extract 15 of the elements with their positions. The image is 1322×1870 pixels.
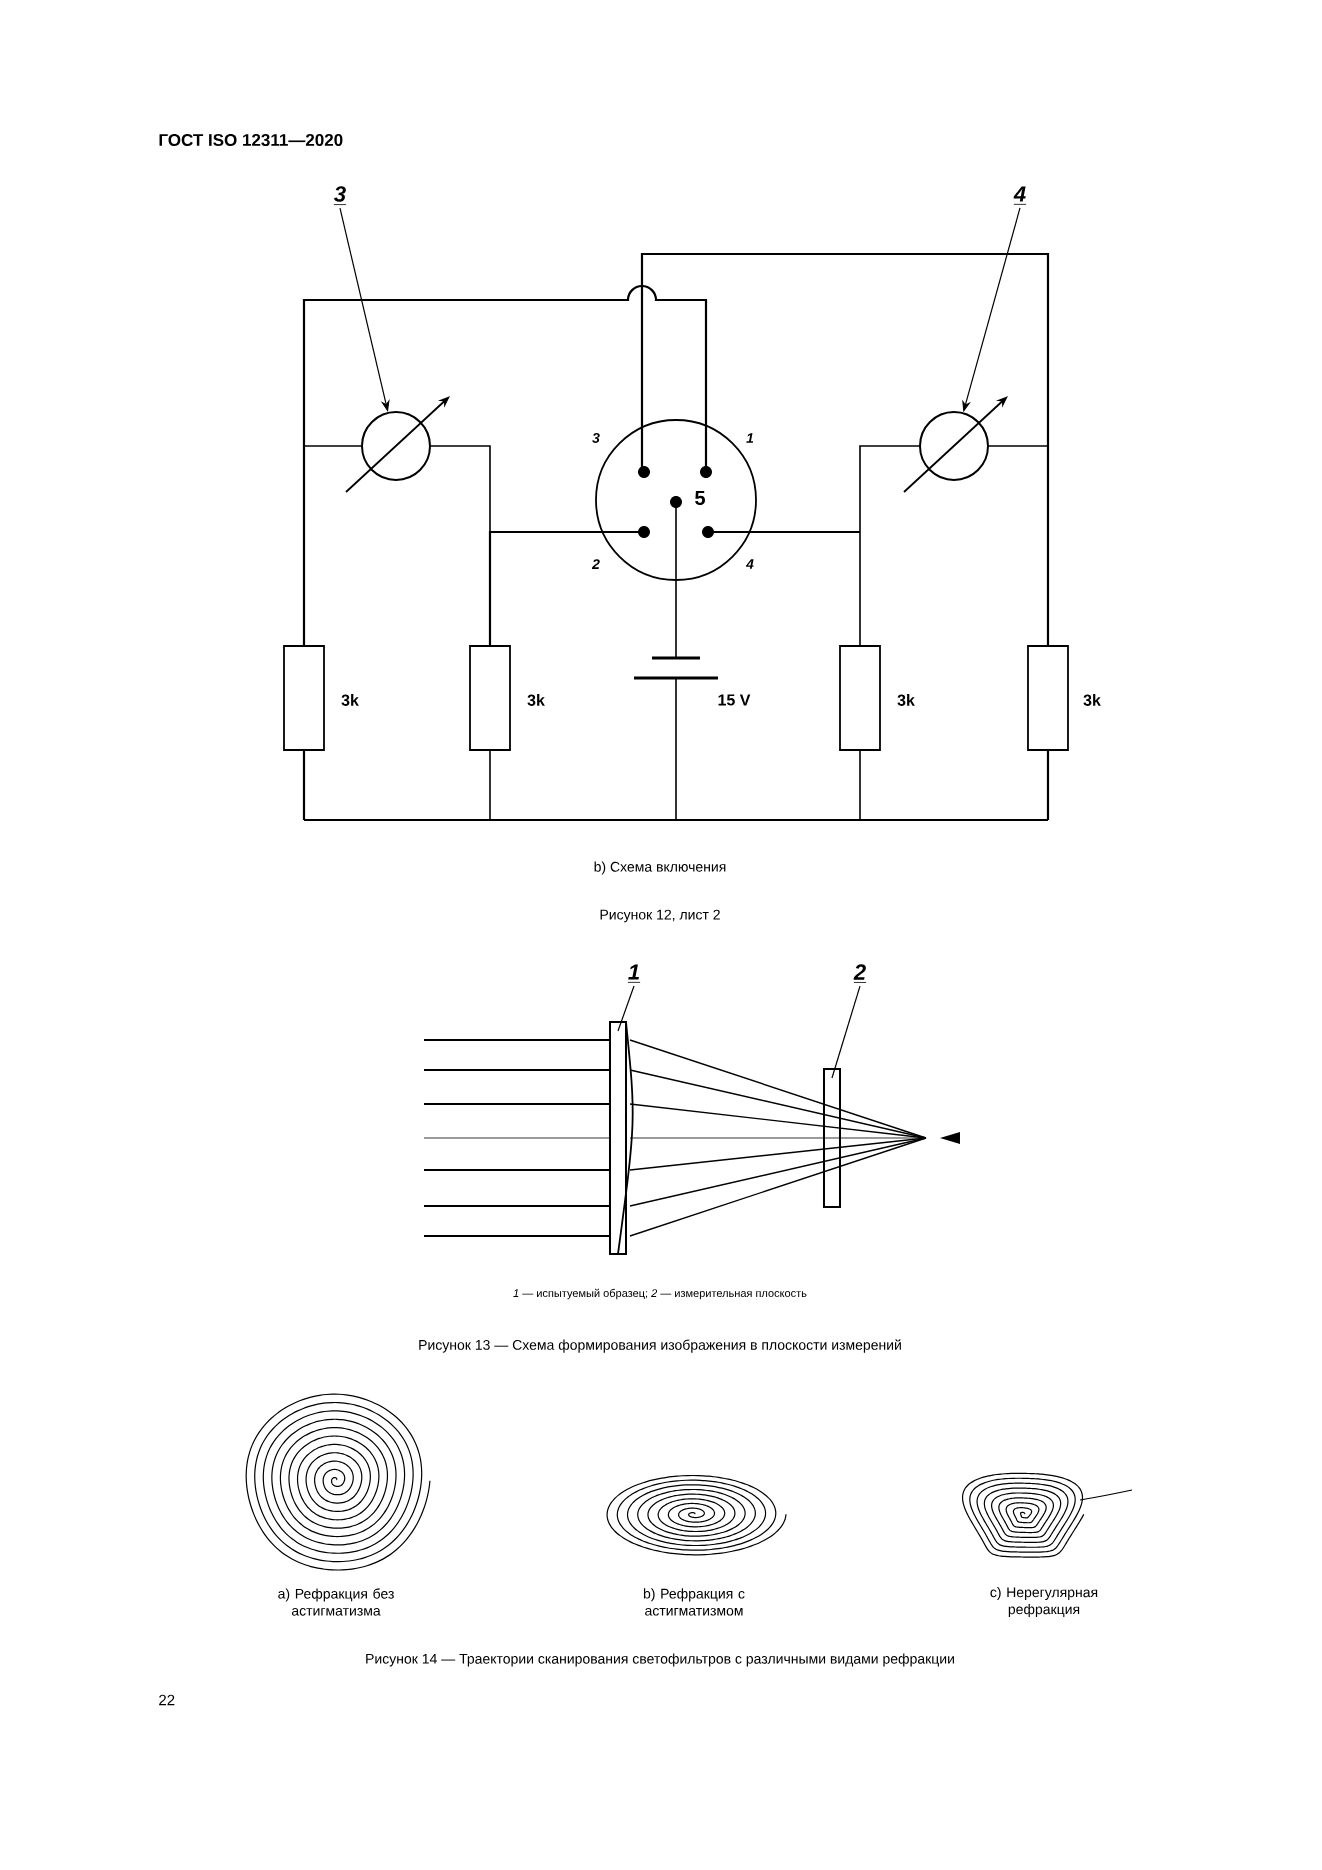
callout-number: 3	[333, 186, 347, 205]
resistor-value: 3k	[1083, 694, 1101, 706]
callout-number: 2	[853, 964, 867, 983]
resistor-value: 3k	[527, 694, 545, 706]
callout-number: 1	[627, 964, 641, 983]
pin-number: 5	[695, 491, 705, 505]
resistor-value: 3k	[341, 694, 359, 706]
callout-number: 4	[1013, 186, 1027, 205]
voltage-label: 15 V	[718, 694, 751, 706]
page-header: ГОСТ ISO 12311—2020	[159, 134, 343, 147]
resistor-value: 3k	[897, 694, 915, 706]
leader-line	[831, 985, 861, 1079]
plate-drawing	[823, 1068, 841, 1208]
lens-drawing	[609, 1021, 634, 1255]
leader-line	[617, 985, 635, 1032]
